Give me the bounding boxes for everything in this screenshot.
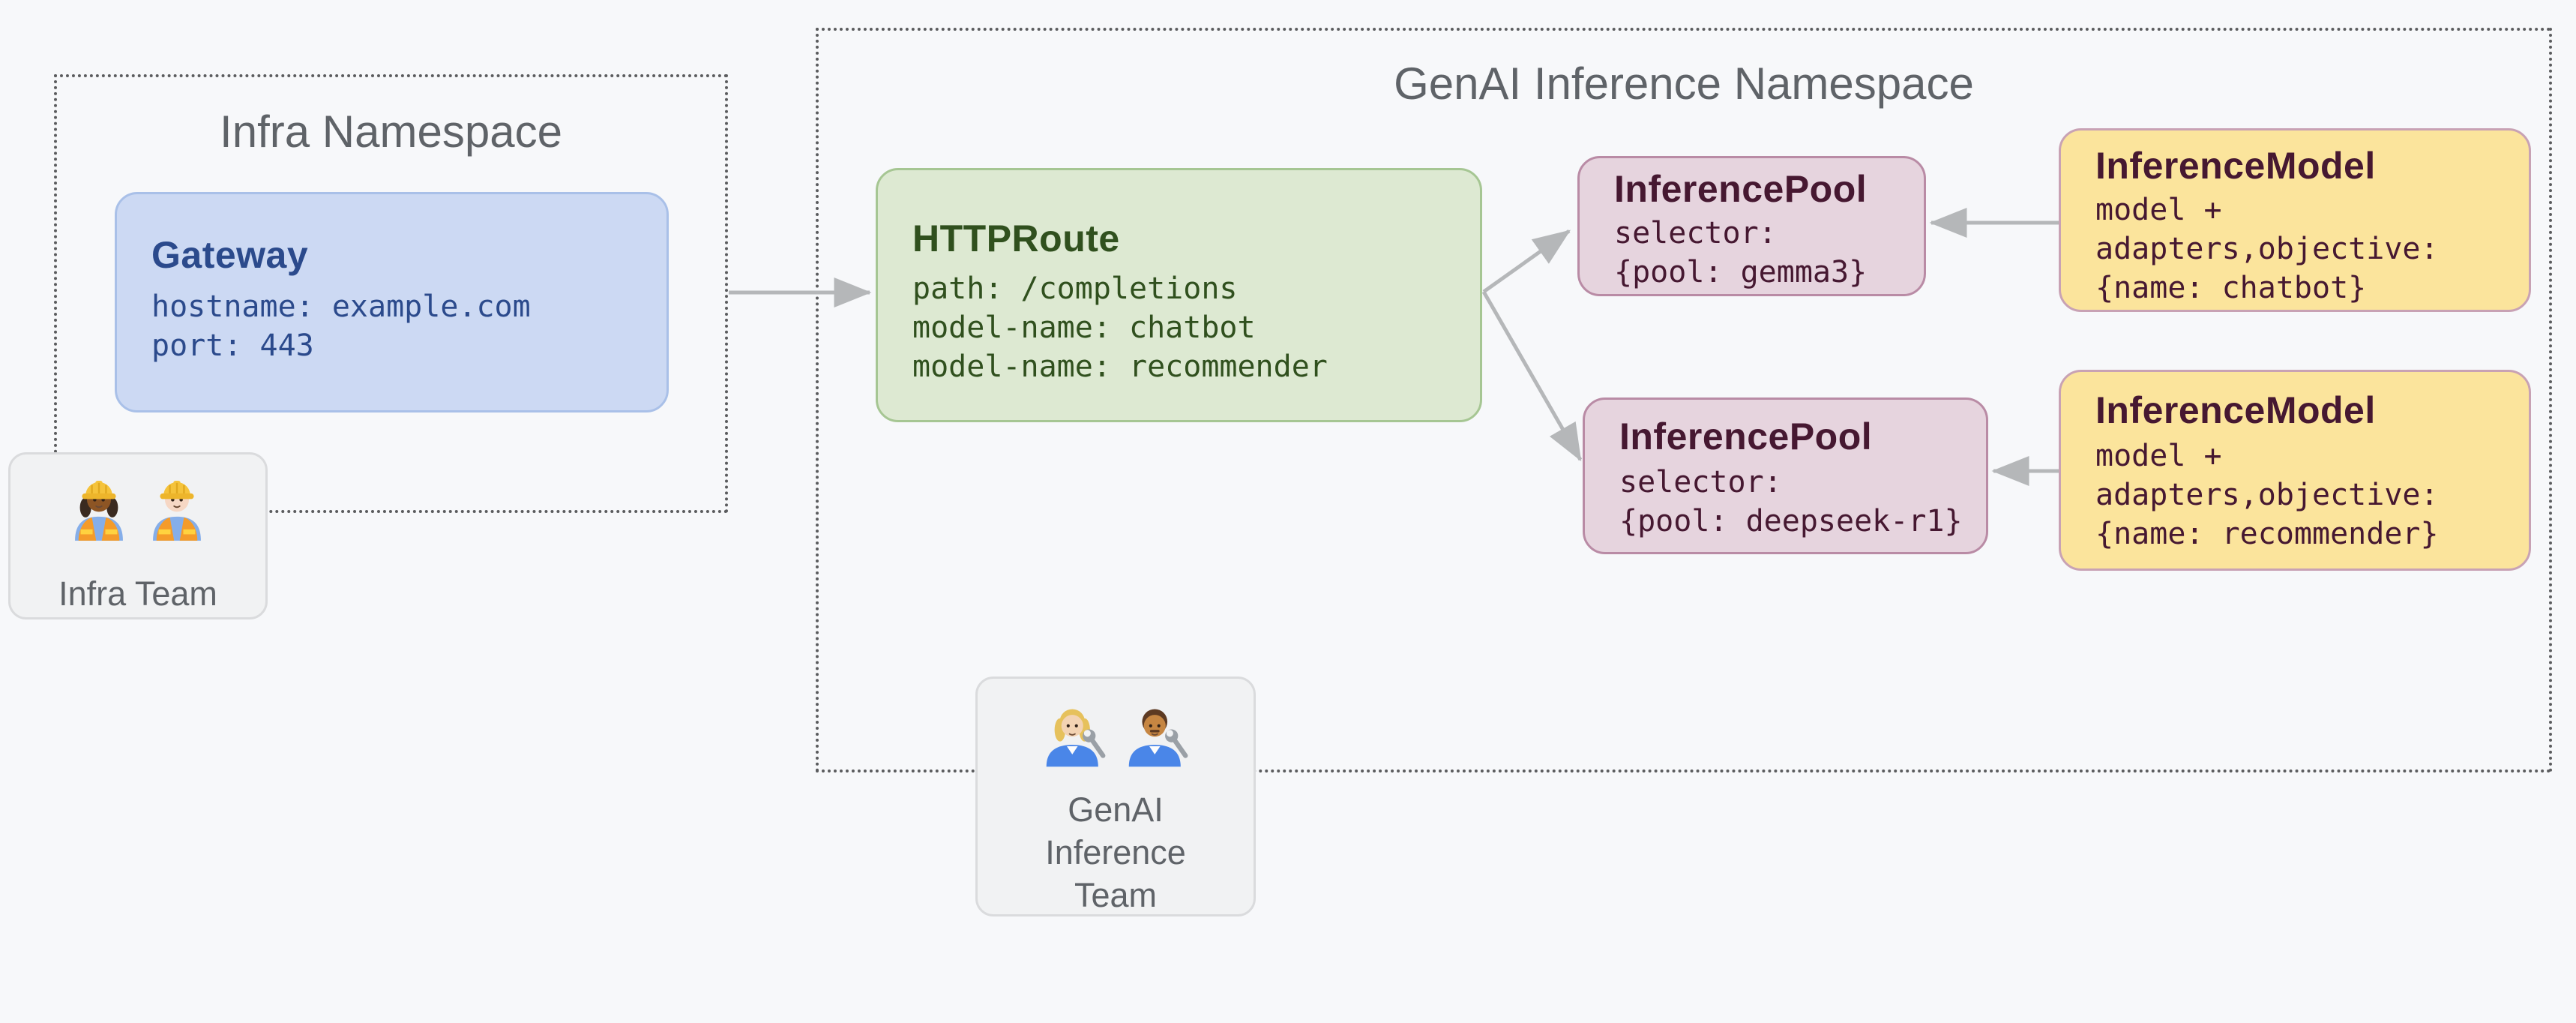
httproute-node: HTTPRoute path: /completions model-name:… xyxy=(876,168,1482,422)
inference-pool-line: {pool: gemma3} xyxy=(1614,255,1868,290)
genai-namespace-title: GenAI Inference Namespace xyxy=(1394,58,1974,109)
inference-pool-title: InferencePool xyxy=(1614,168,1868,210)
genai-team-label-line: GenAI xyxy=(1068,790,1164,829)
infra-team-emojis xyxy=(10,471,265,544)
httproute-node-line: path: /completions xyxy=(912,272,1238,306)
inference-pool-title: InferencePool xyxy=(1619,416,1873,458)
inference-model-line: adapters,objective: xyxy=(2095,232,2439,266)
genai-team-label: GenAI Inference Team xyxy=(978,788,1254,916)
inference-model-line: {name: recommender} xyxy=(2095,517,2439,551)
inference-pool-line: {pool: deepseek-r1} xyxy=(1619,504,1963,538)
genai-namespace-box: GenAI Inference Namespace xyxy=(816,28,2552,772)
gateway-node-title: Gateway xyxy=(151,234,309,276)
mechanic-emoji xyxy=(1037,694,1112,772)
construction-worker-emoji xyxy=(142,467,212,544)
genai-team-label-line: Inference xyxy=(1045,833,1186,872)
genai-team-card: GenAI Inference Team xyxy=(975,676,1256,916)
genai-team-label-line: Team xyxy=(1074,876,1158,914)
inference-model-line: {name: chatbot} xyxy=(2095,271,2367,305)
inference-pool-deepseek-node: InferencePool selector: {pool: deepseek-… xyxy=(1583,398,1988,554)
gateway-node-line: port: 443 xyxy=(151,328,314,363)
inference-model-chatbot-node: InferenceModel model + adapters,objectiv… xyxy=(2059,128,2531,312)
infra-team-card: Infra Team xyxy=(8,452,268,620)
inference-model-recommender-node: InferenceModel model + adapters,objectiv… xyxy=(2059,370,2531,571)
httproute-node-line: model-name: chatbot xyxy=(912,310,1256,345)
inference-pool-gemma3-node: InferencePool selector: {pool: gemma3} xyxy=(1577,156,1926,296)
inference-pool-line: selector: xyxy=(1614,216,1777,250)
inference-model-line: model + xyxy=(2095,439,2222,473)
inference-model-title: InferenceModel xyxy=(2095,389,2376,431)
infra-team-label: Infra Team xyxy=(58,574,217,613)
httproute-node-line: model-name: recommender xyxy=(912,350,1328,384)
gateway-node-line: hostname: example.com xyxy=(151,290,531,324)
inference-model-title: InferenceModel xyxy=(2095,145,2376,187)
httproute-node-title: HTTPRoute xyxy=(912,218,1120,260)
mechanic-emoji xyxy=(1119,694,1194,772)
construction-worker-emoji xyxy=(64,467,134,544)
inference-model-line: model + xyxy=(2095,193,2222,227)
inference-pool-line: selector: xyxy=(1619,465,1782,500)
genai-team-emojis xyxy=(978,698,1254,772)
infra-namespace-box: Infra Namespace xyxy=(54,74,728,513)
gateway-node: Gateway hostname: example.com port: 443 xyxy=(115,192,669,412)
inference-model-line: adapters,objective: xyxy=(2095,478,2439,512)
infra-namespace-title: Infra Namespace xyxy=(220,106,562,157)
